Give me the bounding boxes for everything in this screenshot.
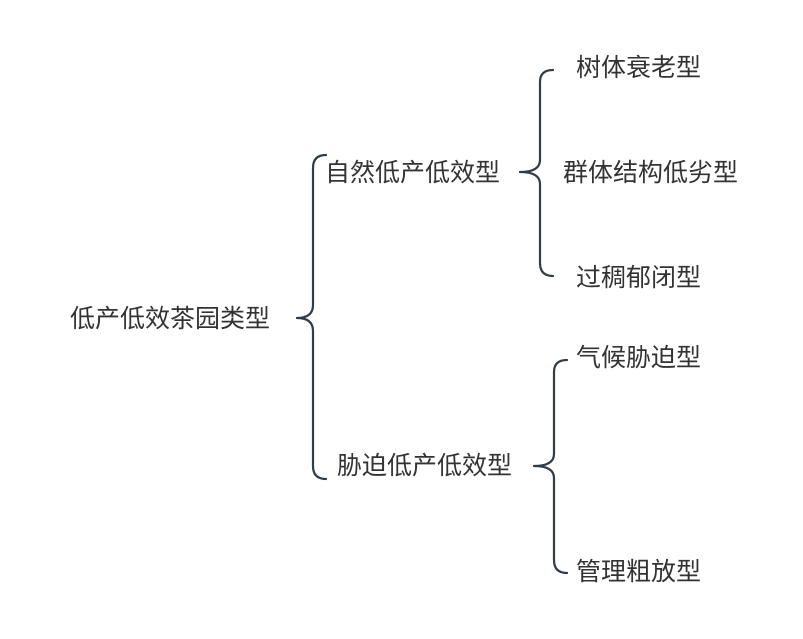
stress-brace <box>532 358 569 575</box>
branch-stress: 胁迫低产低效型 <box>337 451 513 480</box>
branch-natural: 自然低产低效型 <box>325 158 501 187</box>
root-brace <box>295 153 328 481</box>
natural-brace <box>518 68 555 278</box>
leaf-climate-stress: 气候胁迫型 <box>576 343 702 372</box>
leaf-poor-management: 管理粗放型 <box>576 557 702 586</box>
leaf-overdense: 过稠郁闭型 <box>576 263 702 292</box>
leaf-poor-structure: 群体结构低劣型 <box>563 158 739 187</box>
root-node: 低产低效茶园类型 <box>70 304 271 333</box>
leaf-tree-aging: 树体衰老型 <box>576 53 702 82</box>
